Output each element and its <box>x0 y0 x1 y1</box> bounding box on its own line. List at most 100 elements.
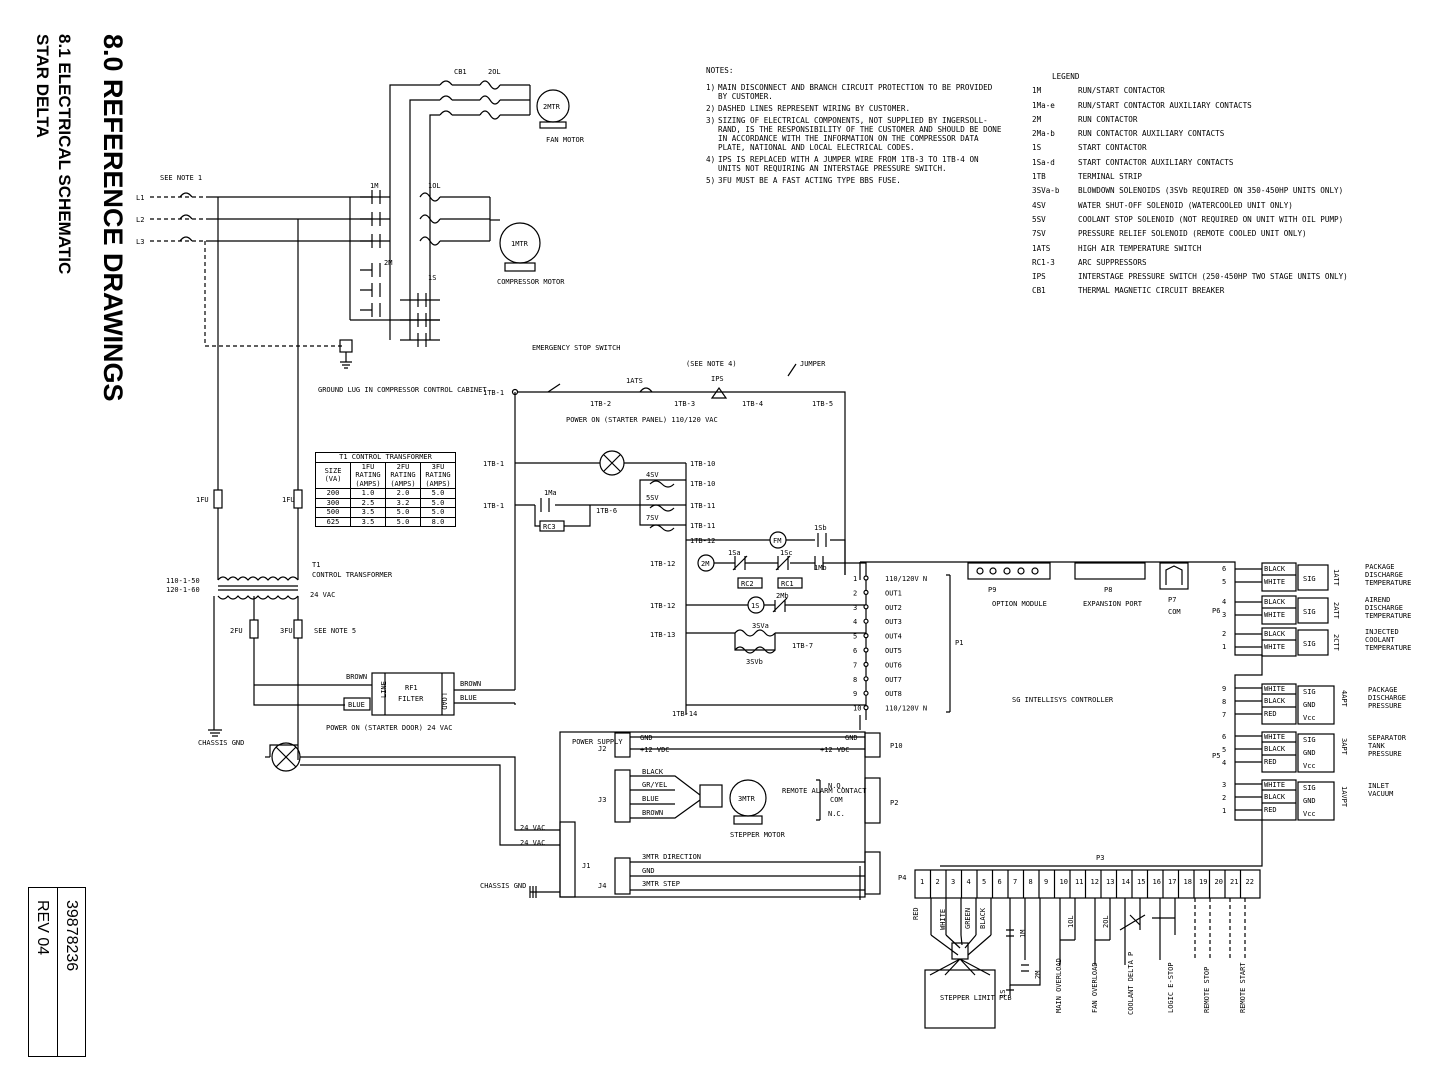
note-text: DASHED LINES REPRESENT WIRING BY CUSTOME… <box>718 104 911 113</box>
p1-pin-label: OUT3 <box>885 618 902 626</box>
tb12-label-b: 1TB-12 <box>650 560 675 568</box>
legend-desc: INTERSTAGE PRESSURE SWITCH (250-450HP TW… <box>1078 272 1348 282</box>
temp-sensor-desc: TEMPERATURE <box>1365 579 1411 587</box>
p4-label: P4 <box>898 874 906 882</box>
legend-code: 7SV <box>1032 229 1046 239</box>
pressure-sensor-desc: INLET <box>1368 782 1390 790</box>
legend-desc: TERMINAL STRIP <box>1078 172 1143 182</box>
4sv-label: 4SV <box>646 471 659 479</box>
1ats-label: 1ATS <box>626 377 643 385</box>
temp-sensor-desc: INJECTED <box>1365 628 1399 636</box>
gnd-label-a: GND <box>640 734 653 742</box>
rc3-label: RC3 <box>543 523 556 531</box>
pressure-sensor-code: 4APT <box>1340 690 1348 708</box>
transformer: T1 CONTROL TRANSFORMER 110-1-50 120-1-60… <box>166 561 560 846</box>
drawing-number-cell: 39878236 <box>57 888 86 1056</box>
j3-blue-label: BLUE <box>642 795 659 803</box>
j1-24vac-label-a: 24 VAC <box>520 824 545 832</box>
1mb-label: 1Mb <box>814 564 827 572</box>
2m-coil-label: 2M <box>701 560 709 568</box>
pressure-sensor-desc: VACUUM <box>1368 790 1393 798</box>
p1-pin-dot <box>863 690 869 696</box>
logic-estop-label: LOGIC E-STOP <box>1167 962 1175 1013</box>
temp-sensor-code: 2ATT <box>1332 602 1340 620</box>
j1-label: J1 <box>582 862 590 870</box>
p3-pin-number: 9 <box>1044 878 1048 886</box>
stepper-motor-label: STEPPER MOTOR <box>730 831 786 839</box>
3fu-label: 3FU <box>280 627 293 635</box>
1s-coil-label: 1S <box>751 602 759 610</box>
pressure-sensor-desc: PRESSURE <box>1368 702 1402 710</box>
1fu-right-label: 1FU <box>282 496 295 504</box>
p1-pin-dot <box>863 676 869 682</box>
note-number: 1) <box>706 83 716 92</box>
gnd-label: GND <box>1303 797 1316 805</box>
p3-pin-number: 13 <box>1106 878 1114 886</box>
brown-label-1: BROWN <box>346 673 367 681</box>
sig-label: SIG <box>1303 688 1316 696</box>
chassis-gnd-left-label: CHASSIS GND <box>198 739 244 747</box>
temp-sensor-wire-box <box>1261 595 1297 625</box>
p1-pin-label: OUT6 <box>885 661 902 669</box>
tb5-label: 1TB-5 <box>812 400 833 408</box>
tb6-label: 1TB-6 <box>596 507 617 515</box>
pin-num: 5 <box>1222 746 1226 754</box>
transformer-table-header: SIZE (VA)1FU RATING (AMPS)2FU RATING (AM… <box>315 461 456 489</box>
tb11-label-b: 1TB-11 <box>690 522 715 530</box>
p1-pin-number: 9 <box>853 690 857 698</box>
p3-pin-number: 21 <box>1230 878 1238 886</box>
j1-24vac-label-b: 24 VAC <box>520 839 545 847</box>
cb1-label: CB1 <box>454 68 467 76</box>
tb1-label-a: 1TB-1 <box>483 389 504 397</box>
power-lines: SEE NOTE 1 L1 L2 L3 GROUND LUG IN COMPRE… <box>136 174 487 580</box>
wire-white-label: WHITE <box>939 909 947 930</box>
vcc-label: Vcc <box>1303 714 1316 722</box>
stepper-limit-label: STEPPER LIMIT PCB <box>940 994 1012 1002</box>
p3-pin-number: 12 <box>1091 878 1099 886</box>
fan-overload-label: FAN OVERLOAD <box>1091 962 1099 1013</box>
temp-sensor-desc: TEMPERATURE <box>1365 612 1411 620</box>
rc1-label: RC1 <box>781 580 794 588</box>
tb13-label: 1TB-13 <box>650 631 675 639</box>
chassis-gnd-j1-label: CHASSIS GND <box>480 882 526 890</box>
temp-sensor-wire-box <box>1261 627 1297 657</box>
note-text: MAIN DISCONNECT AND BRANCH CIRCUIT PROTE… <box>718 83 993 101</box>
coolant-delta-label: COOLANT DELTA P <box>1127 952 1135 1015</box>
blue-label-2: BLUE <box>460 694 477 702</box>
wire-white-label: WHITE <box>1264 611 1285 619</box>
note-text: SIZING OF ELECTRICAL COMPONENTS, NOT SUP… <box>718 116 1002 152</box>
legend-code: 1ATS <box>1032 243 1051 253</box>
control-transformer-label: CONTROL TRANSFORMER <box>312 571 393 579</box>
note-number: 3) <box>706 116 716 125</box>
p6-label: P6 <box>1212 607 1220 615</box>
legend-code: CB1 <box>1032 286 1046 296</box>
1m-b-label: 1M <box>1019 930 1027 938</box>
notes-heading: NOTES: <box>706 66 734 75</box>
1sc-label: 1Sc <box>780 549 793 557</box>
p1-pin-number: 8 <box>853 676 857 684</box>
3svb-label: 3SVb <box>746 658 763 666</box>
3sva-label: 3SVa <box>752 622 769 630</box>
v120-label: 120-1-60 <box>166 586 200 594</box>
p3-pin-number: 15 <box>1137 878 1145 886</box>
expansion-port-label: EXPANSION PORT <box>1083 600 1143 608</box>
p3-pin-number: 19 <box>1199 878 1207 886</box>
tb1-label-b: 1TB-1 <box>483 460 504 468</box>
contactors: 1M 2M 1S 1OL 1MTR COMPRESSOR MOTOR <box>349 182 565 347</box>
sig-label: SIG <box>1303 608 1316 616</box>
p1-pin-label: OUT7 <box>885 676 902 684</box>
p1-pin-dot <box>863 618 869 624</box>
pressure-sensor-wire-box <box>1261 731 1297 773</box>
p3-pin-number: 10 <box>1060 878 1068 886</box>
1ol-b-label: 1OL <box>1067 915 1075 928</box>
pin-num: 6 <box>1222 733 1226 741</box>
j4-label: J4 <box>598 882 606 890</box>
